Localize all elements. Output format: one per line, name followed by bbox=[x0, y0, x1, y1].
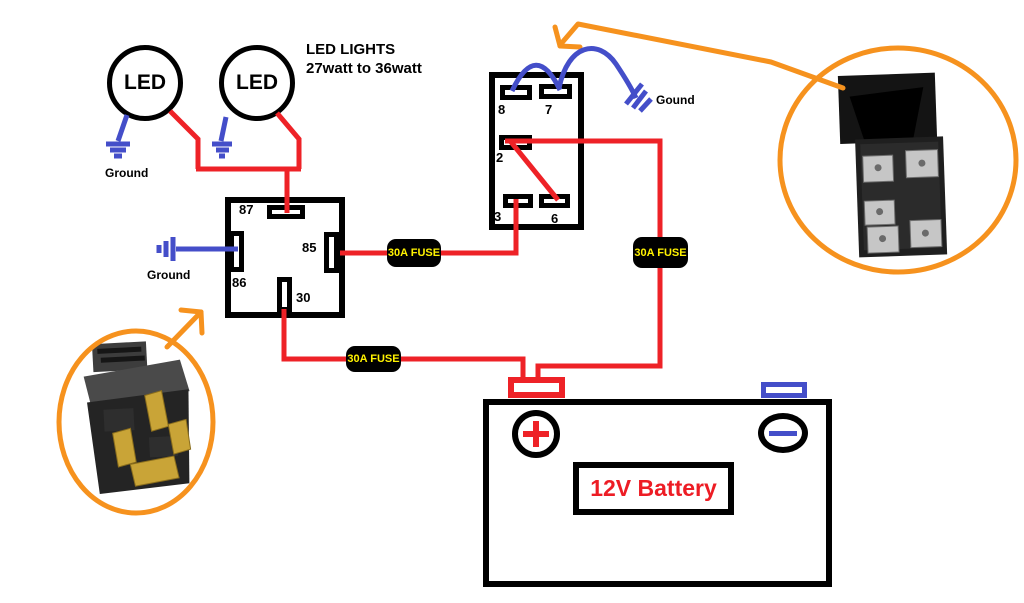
switch-pin-8-slot bbox=[500, 85, 532, 100]
led-light-2: LED bbox=[219, 45, 295, 121]
relay-pin-87-slot bbox=[267, 205, 305, 219]
relay-pin-85-slot bbox=[324, 232, 339, 273]
led-light-1: LED bbox=[107, 45, 183, 121]
led-caption: LED LIGHTS 27watt to 36watt bbox=[306, 40, 422, 78]
relay-pin-85-label: 85 bbox=[302, 240, 317, 255]
wire-led2-ground bbox=[218, 116, 229, 142]
switch-photo-ring bbox=[777, 45, 1019, 275]
switch-pin-2-slot bbox=[499, 135, 532, 150]
relay-photo-ring bbox=[56, 328, 216, 516]
wire-led1-ground bbox=[115, 114, 130, 142]
switch-callout-arrow bbox=[552, 21, 846, 91]
switch-pin-6-slot bbox=[539, 194, 570, 208]
switch-pin-7-label: 7 bbox=[545, 102, 553, 117]
rocker-switch-photo bbox=[837, 72, 948, 258]
relay-pin-86-label: 86 bbox=[232, 275, 247, 290]
minus-icon bbox=[758, 413, 808, 453]
relay-pin-30-label: 30 bbox=[296, 290, 311, 305]
switch-ground-label: Gound bbox=[656, 93, 695, 107]
switch-pin-2-label: 2 bbox=[496, 150, 504, 165]
switch-pin-3-slot bbox=[503, 194, 533, 208]
relay-pin-87-label: 87 bbox=[239, 202, 254, 217]
relay-pin-86-slot bbox=[229, 231, 244, 272]
wire-pin30-to-battery bbox=[281, 309, 526, 381]
battery-negative-terminal bbox=[761, 382, 807, 398]
led-caption-line1: LED LIGHTS bbox=[306, 41, 396, 58]
wire-led1-feed bbox=[168, 109, 201, 169]
automotive-relay-photo bbox=[83, 341, 192, 494]
battery-positive-terminal bbox=[508, 377, 565, 398]
plus-icon bbox=[512, 410, 560, 458]
battery-label: 12V Battery bbox=[573, 462, 734, 515]
switch-pin-3-label: 3 bbox=[494, 209, 502, 224]
relay-pin-30-slot bbox=[277, 277, 292, 312]
plus-icon-bar-v bbox=[533, 421, 539, 447]
minus-icon-bar bbox=[769, 431, 797, 436]
led-ground-label: Ground bbox=[105, 166, 149, 180]
fuse-relay-switch: 30A FUSE bbox=[387, 239, 441, 267]
switch-pin-6-label: 6 bbox=[551, 211, 559, 226]
led-caption-line2: 27watt to 36watt bbox=[306, 60, 422, 77]
relay-ground-label: Ground bbox=[147, 268, 191, 282]
switch-pin-7-slot bbox=[539, 84, 572, 99]
wire-led2-feed bbox=[275, 111, 302, 169]
relay-callout-arrow bbox=[164, 307, 205, 350]
fuse-relay-battery: 30A FUSE bbox=[346, 346, 401, 372]
switch-pin-8-label: 8 bbox=[498, 102, 506, 117]
fuse-switch-battery: 30A FUSE bbox=[633, 237, 688, 268]
